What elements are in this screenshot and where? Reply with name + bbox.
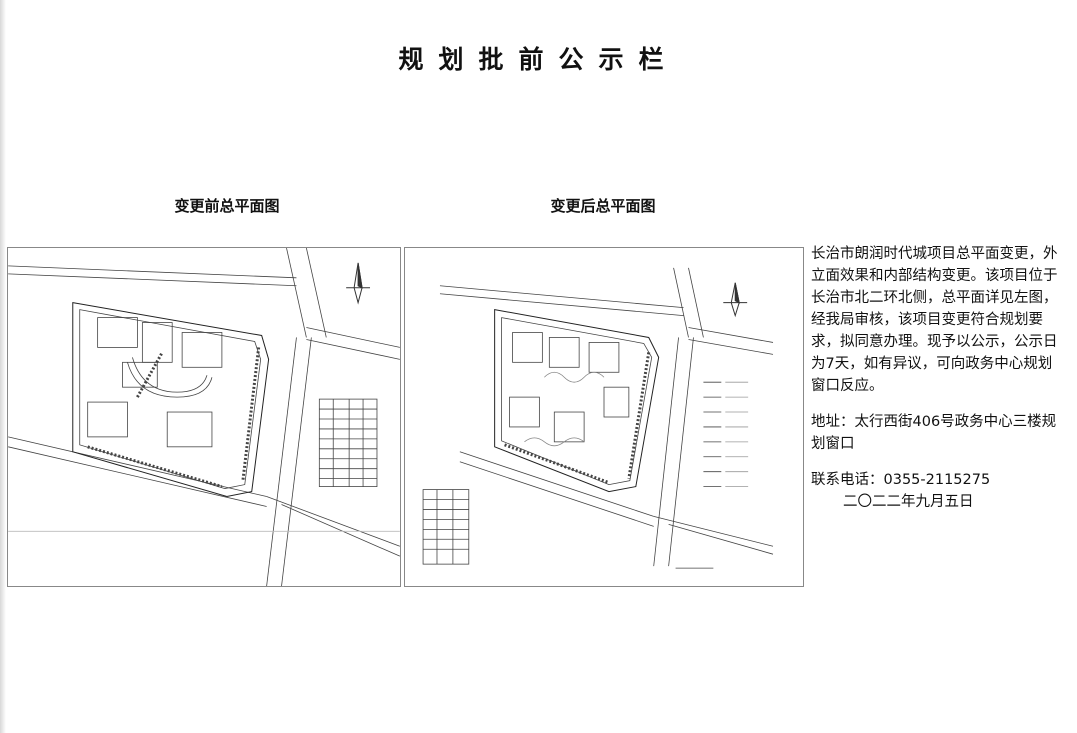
notice-text-block: 长治市朗润时代城项目总平面变更，外立面效果和内部结构变更。该项目位于长治市北二环… — [811, 243, 1061, 513]
after-site-plan-image — [404, 247, 804, 587]
before-site-plan-image — [7, 247, 401, 587]
before-site-plan-drawing — [8, 248, 400, 586]
notice-phone: 联系电话：0355-2115275 — [811, 472, 991, 488]
before-plan-caption: 变更前总平面图 — [174, 197, 280, 215]
notice-date: 二〇二二年九月五日 — [843, 494, 974, 510]
after-plan-caption: 变更后总平面图 — [550, 197, 656, 215]
notice-address: 地址：太行西街406号政务中心三楼规划窗口 — [811, 414, 1057, 452]
after-site-plan-drawing — [422, 267, 774, 569]
notice-body: 长治市朗润时代城项目总平面变更，外立面效果和内部结构变更。该项目位于长治市北二环… — [811, 246, 1058, 394]
page-title: 规划批前公示栏 — [398, 45, 679, 74]
north-arrow-icon — [723, 282, 748, 318]
north-arrow-icon — [346, 262, 371, 305]
page-edge-shadow — [0, 0, 6, 733]
